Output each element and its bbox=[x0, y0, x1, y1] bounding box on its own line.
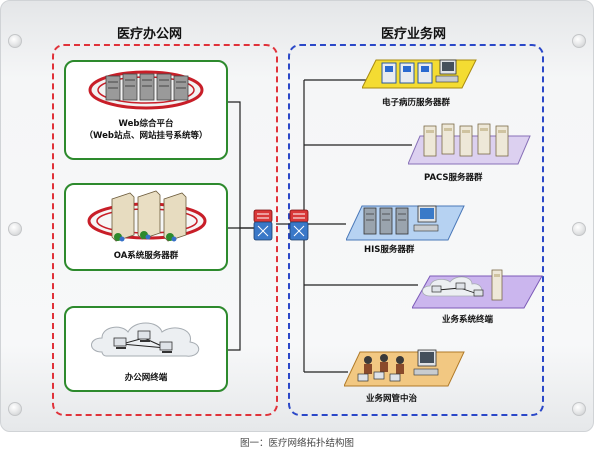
his-servers-label: HIS服务器群 bbox=[364, 245, 415, 255]
emr-servers-label: 电子病历服务器群 bbox=[382, 98, 451, 108]
rivet-icon bbox=[8, 222, 22, 236]
office-zone-title: 医疗办公网 bbox=[117, 27, 183, 42]
business-network-zone bbox=[288, 44, 544, 416]
office-terminals-card: 办公网终端 bbox=[64, 306, 228, 392]
rivet-icon bbox=[572, 222, 586, 236]
oa-servers-label: OA系统服务器群 bbox=[113, 251, 179, 261]
oa-server-group-icon bbox=[87, 190, 207, 242]
web-platform-card: Web综合平台 （Web站点、网站挂号系统等） bbox=[64, 60, 228, 160]
rivet-icon bbox=[572, 402, 586, 416]
rivet-icon bbox=[8, 402, 22, 416]
business-core-switch-icon bbox=[289, 209, 309, 241]
office-network-zone bbox=[52, 44, 278, 416]
emr-server-group-icon bbox=[362, 59, 477, 89]
network-management-label: 业务网管中治 bbox=[366, 394, 418, 404]
web-platform-sublabel: （Web站点、网站挂号系统等） bbox=[84, 131, 208, 141]
rivet-icon bbox=[572, 34, 586, 48]
business-terminals-label: 业务系统终端 bbox=[442, 315, 494, 325]
figure-caption: 图一：医疗网络拓扑结构图 bbox=[239, 438, 354, 449]
rivet-icon bbox=[8, 34, 22, 48]
business-zone-title: 医疗业务网 bbox=[381, 27, 447, 42]
oa-servers-card: OA系统服务器群 bbox=[64, 183, 228, 271]
pacs-server-group-icon bbox=[408, 123, 531, 165]
pacs-servers-label: PACS服务器群 bbox=[424, 173, 483, 183]
link-office-terminals bbox=[228, 228, 241, 351]
office-cloud-network-icon bbox=[91, 322, 200, 357]
office-terminals-label: 办公网终端 bbox=[124, 373, 168, 383]
business-terminals-network-icon bbox=[412, 269, 543, 309]
web-server-rack-icon bbox=[88, 70, 204, 110]
his-server-group-icon bbox=[346, 205, 465, 241]
network-management-center-icon bbox=[344, 349, 465, 387]
web-platform-label: Web综合平台 bbox=[118, 119, 174, 129]
office-core-switch-icon bbox=[253, 209, 273, 241]
